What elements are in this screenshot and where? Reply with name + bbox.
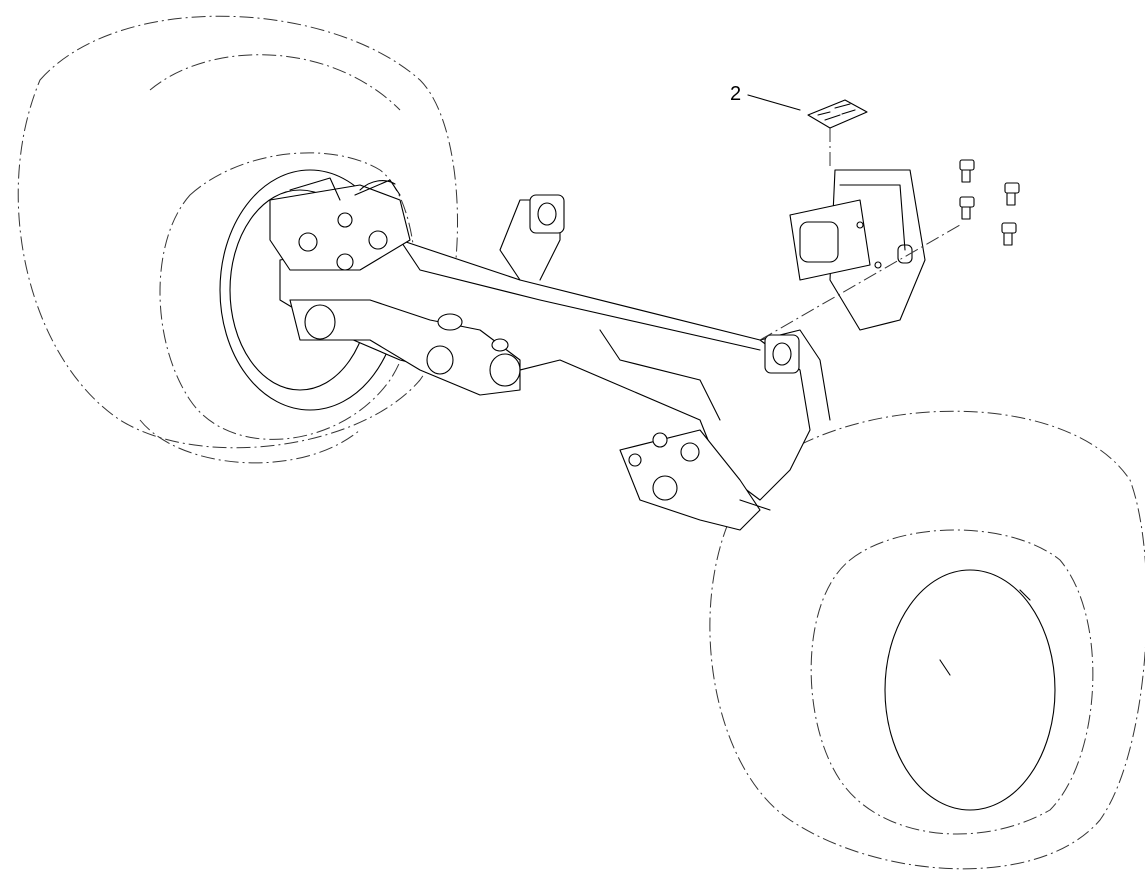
bolt	[959, 159, 975, 183]
hitch-receiver	[789, 169, 926, 331]
hitch-bolts	[959, 159, 1020, 246]
drive-shaft-right	[619, 429, 771, 531]
drive-shaft-left	[289, 299, 521, 396]
bump-stop-left	[529, 194, 565, 234]
decal-label	[807, 99, 868, 129]
brake-bracket	[269, 177, 411, 271]
callout-number: 2	[730, 83, 741, 105]
bump-stop-right	[764, 334, 800, 374]
right-wheel-phantom	[709, 410, 1145, 870]
callout-2: 2	[730, 83, 801, 111]
bolt	[1001, 222, 1017, 246]
bolt	[1004, 182, 1020, 206]
alignment-lines	[759, 128, 961, 341]
leader-line	[747, 94, 801, 111]
bolt	[959, 196, 975, 220]
